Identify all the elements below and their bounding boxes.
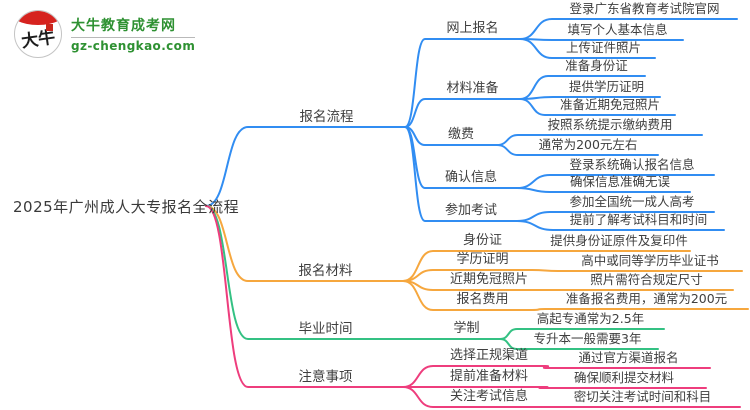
subtopic: 缴费 <box>447 127 474 142</box>
leaf-topic: 专升本一般需要3年 <box>533 331 642 346</box>
branch-connector <box>404 126 518 222</box>
branch-connector <box>519 38 656 59</box>
branch-topic: 报名材料 <box>298 263 353 279</box>
branch-connector <box>402 386 546 408</box>
branch-connector <box>516 187 691 193</box>
logo-badge-text: 大牛 <box>20 27 57 53</box>
branch-connector <box>531 308 749 311</box>
leaf-topic: 确保信息准确无误 <box>569 174 670 189</box>
leaf-topic: 密切关注考试时间和科目 <box>573 389 712 404</box>
leaf-topic: 准备近期免冠照片 <box>559 97 660 112</box>
leaf-topic: 照片需符合规定尺寸 <box>590 272 703 287</box>
subtopic: 近期免冠照片 <box>449 272 528 287</box>
subtopic: 学制 <box>453 321 480 336</box>
leaf-topic: 确保顺利提交材料 <box>573 370 674 385</box>
leaf-topic: 提前了解考试科目和时间 <box>569 212 708 227</box>
branch-connector <box>538 386 707 389</box>
leaf-topic: 登录系统确认报名信息 <box>569 157 695 172</box>
branch-topic: 毕业时间 <box>298 321 353 337</box>
branch-connector <box>516 220 725 231</box>
leaf-topic: 提供学历证明 <box>568 79 644 94</box>
subtopic: 参加考试 <box>444 203 497 218</box>
subtopic: 确认信息 <box>444 170 497 185</box>
branch-connector <box>519 98 676 116</box>
subtopic: 网上报名 <box>446 21 499 36</box>
mindmap-root-topic: 2025年广州成人大专报名全流程 <box>13 198 240 216</box>
branch-connector <box>205 205 404 282</box>
leaf-topic: 提供身份证原件及复印件 <box>550 233 688 248</box>
site-logo: 大牛 大牛教育成考网 gz-chengkao.com <box>14 10 196 58</box>
branch-connector <box>402 280 533 311</box>
branch-connector <box>531 269 743 272</box>
branch-connector <box>404 98 521 128</box>
branch-connector <box>205 205 404 388</box>
leaf-topic: 参加全国统一成人高考 <box>569 194 695 209</box>
subtopic: 选择正规渠道 <box>449 348 528 363</box>
subtopic: 身份证 <box>462 233 502 248</box>
branch-connector <box>499 338 659 350</box>
subtopic: 材料准备 <box>446 81 499 96</box>
leaf-topic: 通过官方渠道报名 <box>578 350 679 365</box>
logo-text: 大牛教育成考网 gz-chengkao.com <box>71 15 196 53</box>
leaf-topic: 填写个人基本信息 <box>567 22 668 37</box>
logo-badge-icon: 大牛 <box>14 10 62 58</box>
subtopic: 关注考试信息 <box>449 389 528 404</box>
leaf-topic: 准备报名费用，通常为200元 <box>565 291 728 306</box>
branch-connector <box>205 126 406 207</box>
site-domain: gz-chengkao.com <box>71 37 196 53</box>
leaf-topic: 高中或同等学历毕业证书 <box>581 253 719 268</box>
leaf-topic: 准备身份证 <box>565 58 628 73</box>
leaf-topic: 按照系统提示缴纳费用 <box>547 117 673 132</box>
site-name: 大牛教育成考网 <box>71 18 176 34</box>
leaf-topic: 高起专通常为2.5年 <box>536 311 645 326</box>
subtopic: 学历证明 <box>456 252 509 267</box>
subtopic: 提前准备材料 <box>449 369 528 384</box>
leaf-topic: 上传证件照片 <box>565 40 641 55</box>
leaf-topic: 登录广东省教育考试院官网 <box>569 1 720 16</box>
branch-connector <box>404 38 521 128</box>
branch-connector <box>542 365 711 369</box>
subtopic: 报名费用 <box>456 292 509 307</box>
leaf-topic: 通常为200元左右 <box>538 137 638 152</box>
branch-connector <box>496 144 659 156</box>
branch-topic: 注意事项 <box>298 369 353 385</box>
branch-topic: 报名流程 <box>299 109 354 125</box>
